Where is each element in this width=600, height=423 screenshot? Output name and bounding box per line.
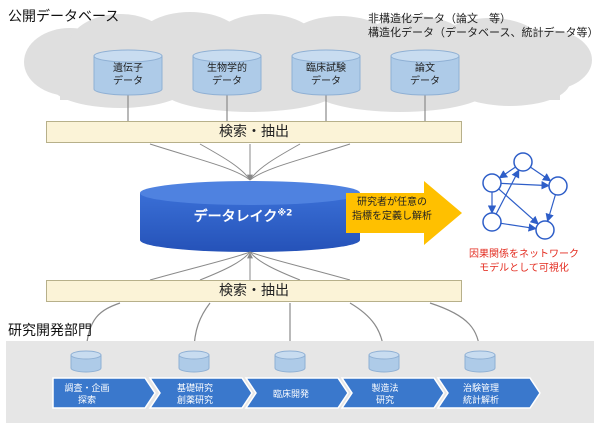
department-chevrons: [52, 377, 541, 409]
db-label-gene: 遺伝子データ: [113, 63, 143, 87]
cloud-connectors: [127, 93, 426, 121]
database-cylinder-icon: [274, 350, 306, 373]
network-edge: [500, 222, 537, 232]
network-node: [513, 152, 533, 172]
department-chevron: [436, 377, 541, 409]
network-edge: [545, 194, 557, 223]
data-lake-label: データレイク※2: [193, 208, 293, 225]
data-lake-cylinder: [140, 181, 360, 252]
database-cylinder-icon: [93, 49, 163, 96]
network-caption: 因果関係をネットワークモデルとして可視化: [469, 249, 579, 274]
public-db-title: 公開データベース: [8, 9, 120, 25]
network-graph-icon: [482, 152, 568, 240]
dept-label-manufacturing: 製造法研究: [371, 384, 399, 406]
db-label-bio: 生物学的データ: [207, 63, 247, 87]
database-cylinder-icon: [70, 350, 102, 373]
network-edge: [500, 181, 550, 190]
dept-label-trial-management: 治験管理統計解析: [462, 384, 499, 406]
department-chevron: [52, 377, 156, 409]
network-node: [535, 220, 555, 240]
network-node: [548, 176, 568, 196]
note-structured: 構造化データ（データベース、統計データ等）: [368, 26, 599, 39]
dept-label-research-planning: 調査・企画探索: [64, 384, 110, 406]
database-cylinder-icon: [368, 350, 400, 373]
db-label-clinical: 臨床試験データ: [306, 63, 346, 87]
department-cylinders: [70, 350, 496, 373]
analysis-arrow: [346, 181, 462, 245]
dept-label-clinical-dev: 臨床開発: [272, 390, 309, 400]
database-cylinder-icon: [464, 350, 496, 373]
rd-dept-title: 研究開発部門: [8, 323, 92, 339]
top-funnel-lines: [149, 143, 351, 181]
network-node: [482, 173, 502, 193]
department-chevron: [148, 377, 253, 409]
search-extract-bar-bottom: 検索・抽出: [46, 280, 462, 302]
db-label-paper: 論文データ: [410, 63, 440, 87]
database-cylinder-icon: [390, 49, 460, 96]
bottom-funnel-lines: [149, 251, 351, 281]
department-chevron: [340, 377, 445, 409]
network-edge: [498, 188, 539, 225]
database-cylinder-icon: [291, 49, 361, 96]
database-cylinder-icon: [178, 350, 210, 373]
note-unstructured: 非構造化データ（論文 等）: [368, 12, 511, 25]
analysis-arrow-label: 研究者が任意の指標を定義し解析: [352, 197, 432, 222]
public-db-cylinders: [93, 49, 460, 96]
network-edge: [495, 169, 520, 215]
network-node: [482, 212, 502, 232]
dept-label-basic-research: 基礎研究創薬研究: [176, 384, 213, 406]
search-extract-bar-top: 検索・抽出: [46, 121, 462, 143]
network-edge: [530, 166, 552, 182]
network-edge: [498, 166, 516, 179]
database-cylinder-icon: [192, 49, 262, 96]
department-chevron: [244, 377, 349, 409]
